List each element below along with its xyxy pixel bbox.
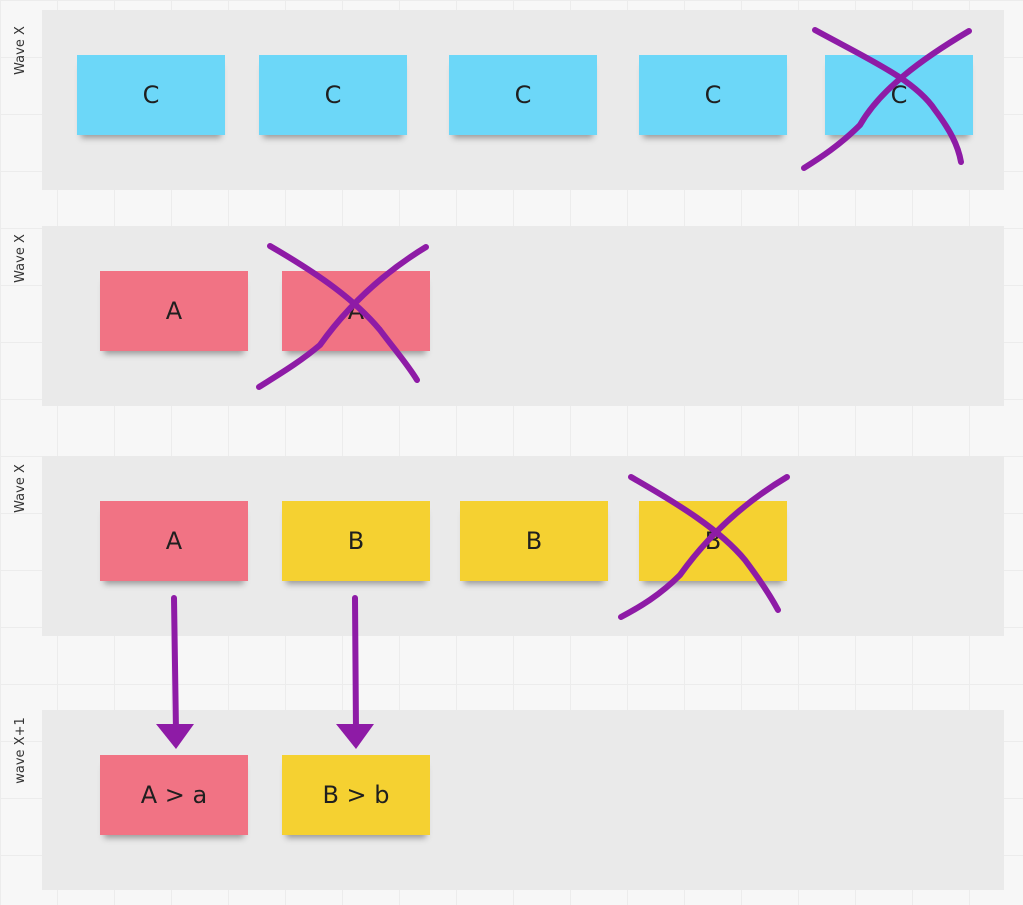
sticky-note-crossed[interactable]: A bbox=[282, 271, 430, 351]
lane-2-label: Wave X bbox=[0, 218, 40, 298]
sticky-note[interactable]: C bbox=[639, 55, 787, 135]
sticky-note[interactable]: C bbox=[77, 55, 225, 135]
lane-4-label: wave X+1 bbox=[0, 710, 40, 790]
sticky-note-crossed[interactable]: C bbox=[825, 55, 973, 135]
sticky-note[interactable]: A bbox=[100, 271, 248, 351]
lane-3-label: Wave X bbox=[0, 448, 40, 528]
sticky-note-crossed[interactable]: B bbox=[639, 501, 787, 581]
lane-1-label: Wave X bbox=[0, 10, 40, 90]
sticky-note[interactable]: B bbox=[282, 501, 430, 581]
lane-1-label-text: Wave X bbox=[12, 25, 28, 75]
lane-4-label-text: wave X+1 bbox=[12, 716, 28, 784]
sticky-note[interactable]: B bbox=[460, 501, 608, 581]
lane-3-label-text: Wave X bbox=[12, 463, 28, 513]
sticky-note[interactable]: C bbox=[259, 55, 407, 135]
sticky-note[interactable]: C bbox=[449, 55, 597, 135]
lane-2-label-text: Wave X bbox=[12, 233, 28, 283]
sticky-note[interactable]: A bbox=[100, 501, 248, 581]
sticky-note[interactable]: B > b bbox=[282, 755, 430, 835]
sticky-note[interactable]: A > a bbox=[100, 755, 248, 835]
